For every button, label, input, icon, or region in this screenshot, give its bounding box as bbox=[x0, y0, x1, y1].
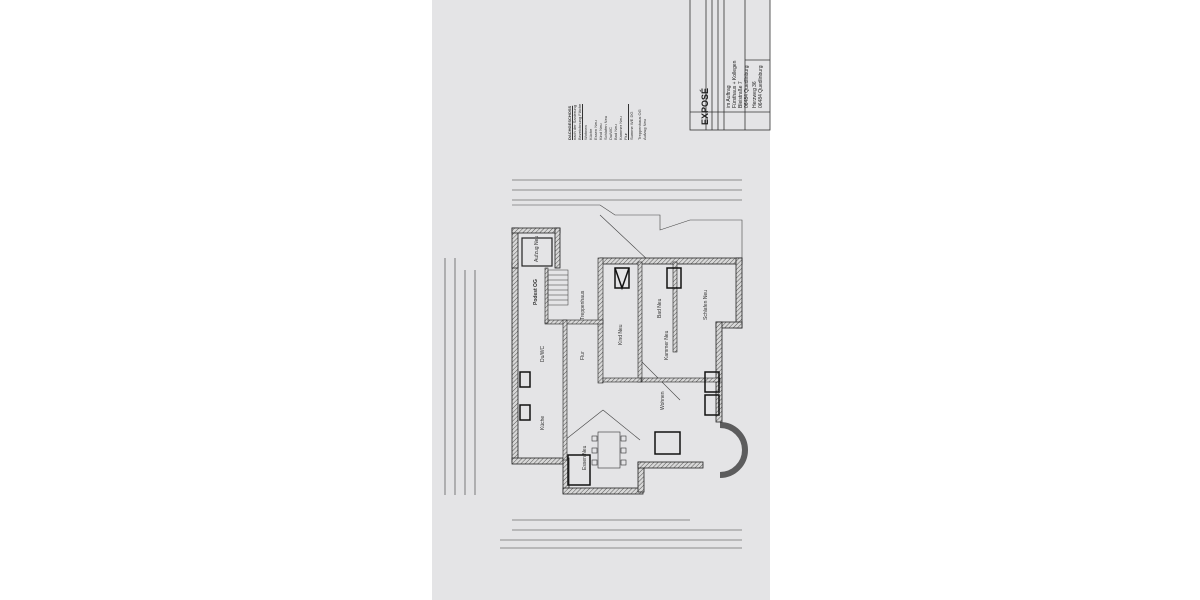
room-label-essen: Essen Neu bbox=[582, 445, 588, 470]
staircase bbox=[547, 269, 569, 306]
room-label-kueche: Küche bbox=[540, 415, 546, 430]
room-label-bad: Bad Neu bbox=[657, 298, 663, 318]
room-label-duwc: Du/WC bbox=[540, 345, 546, 362]
dimension-lines bbox=[444, 179, 742, 549]
table-row: Aufzug Neu bbox=[642, 119, 647, 140]
area-table: DACHGESCHOSS nach der Sanierung Bezeichn… bbox=[567, 103, 647, 140]
room-label-aufzug: Aufzug Neu bbox=[534, 235, 540, 262]
table-header: Fläche bbox=[577, 103, 582, 116]
room-label-schlafen: Schlafen Neu bbox=[703, 289, 709, 320]
room-label-kind: Kind Neu bbox=[618, 324, 624, 345]
room-label-kammer: Kammer Neu bbox=[664, 330, 670, 360]
elevator-shaft bbox=[521, 237, 553, 267]
interior-walls bbox=[544, 257, 721, 461]
bay-window bbox=[719, 422, 748, 478]
table-row: Summe WE DG bbox=[628, 103, 634, 140]
client-line: 06484 Quedlinburg bbox=[744, 65, 750, 108]
room-label-flur: Flur bbox=[580, 351, 586, 360]
room-label-treppenhaus: Treppenhaus bbox=[580, 290, 586, 320]
table-header: Bezeichnung bbox=[577, 116, 582, 140]
room-label-podest: Podest OG bbox=[533, 279, 539, 305]
address-line: 06484 Quedlinburg bbox=[758, 65, 764, 108]
skylights bbox=[519, 267, 720, 486]
address-block: Herzweg 36 06484 Quedlinburg bbox=[752, 65, 764, 108]
dining-table bbox=[591, 431, 627, 469]
title-block-frame bbox=[689, 0, 771, 131]
client-block: im Auftrag Fürsthaus + Kollegen Bleistra… bbox=[726, 61, 750, 108]
room-label-wohnen: Wohnen bbox=[660, 391, 666, 410]
title-heading: EXPOSÉ bbox=[700, 87, 710, 125]
